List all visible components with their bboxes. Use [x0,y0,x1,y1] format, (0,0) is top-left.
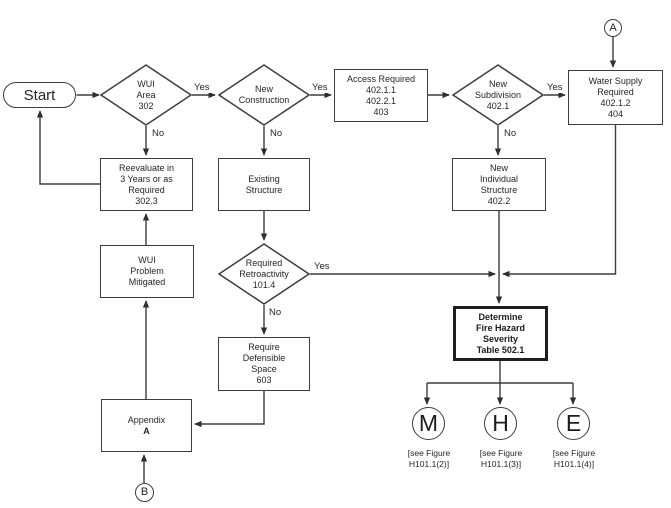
decision-label: New Construction [238,84,290,105]
connector-a-circle: A [604,19,622,37]
appendix-label-line2: A [143,425,150,436]
start-terminal: Start [3,82,76,108]
required-retroactivity-decision: Required Retroactivity 101.4 [218,243,310,305]
new-subdivision-decision: New Subdivision 402.1 [452,64,544,126]
label-retroactivity-yes: Yes [313,261,331,272]
label-retroactivity-no: No [268,307,283,318]
diamond-shape [452,64,544,126]
decision-label: New Subdivision 402.1 [474,78,522,111]
access-required-process: Access Required 402.1.1 402.2.1 403 [334,69,428,122]
new-construction-decision: New Construction [218,64,310,126]
connector-b-circle: B [135,483,154,502]
label-new-construction-yes: Yes [311,82,329,93]
new-individual-structure-process: New Individual Structure 402.2 [452,158,546,211]
figure-ref-h: [see Figure H101.1(3)] [479,448,523,469]
edge-reevaluate-to-start [36,110,100,185]
edge-water-supply-to-junction [502,125,617,278]
require-defensible-space-process: Require Defensible Space 603 [218,337,310,391]
terminal-e-circle: E [557,407,590,440]
label-new-construction-no: No [269,128,284,139]
label-wui-area-yes: Yes [193,82,211,93]
reevaluate-process: Reevaluate in 3 Years or as Required 302… [100,158,193,211]
diamond-shape [218,243,310,305]
label-new-subdivision-no: No [503,128,518,139]
edge-defensible-space-to-appendix [194,391,265,428]
existing-structure-process: Existing Structure [218,158,310,211]
determine-fire-hazard-process: Determine Fire Hazard Severity Table 502… [453,306,548,361]
water-supply-process: Water Supply Required 402.1.2 404 [568,70,663,125]
figure-ref-e: [see Figure H101.1(4)] [552,448,596,469]
appendix-a-process: Appendix A [101,399,192,452]
decision-label: Required Retroactivity 101.4 [239,257,289,290]
label-wui-area-no: No [151,128,166,139]
figure-ref-m: [see Figure H101.1(2)] [407,448,451,469]
appendix-label-line1: Appendix [127,414,166,425]
terminal-h-circle: H [484,407,517,440]
decision-label: WUI Area 302 [136,78,156,111]
wui-problem-mitigated-process: WUI Problem Mitigated [100,245,194,298]
diamond-shape [100,64,192,126]
terminal-m-circle: M [412,407,445,440]
wui-area-decision: WUI Area 302 [100,64,192,126]
label-new-subdivision-yes: Yes [546,82,564,93]
diamond-shape [218,64,310,126]
